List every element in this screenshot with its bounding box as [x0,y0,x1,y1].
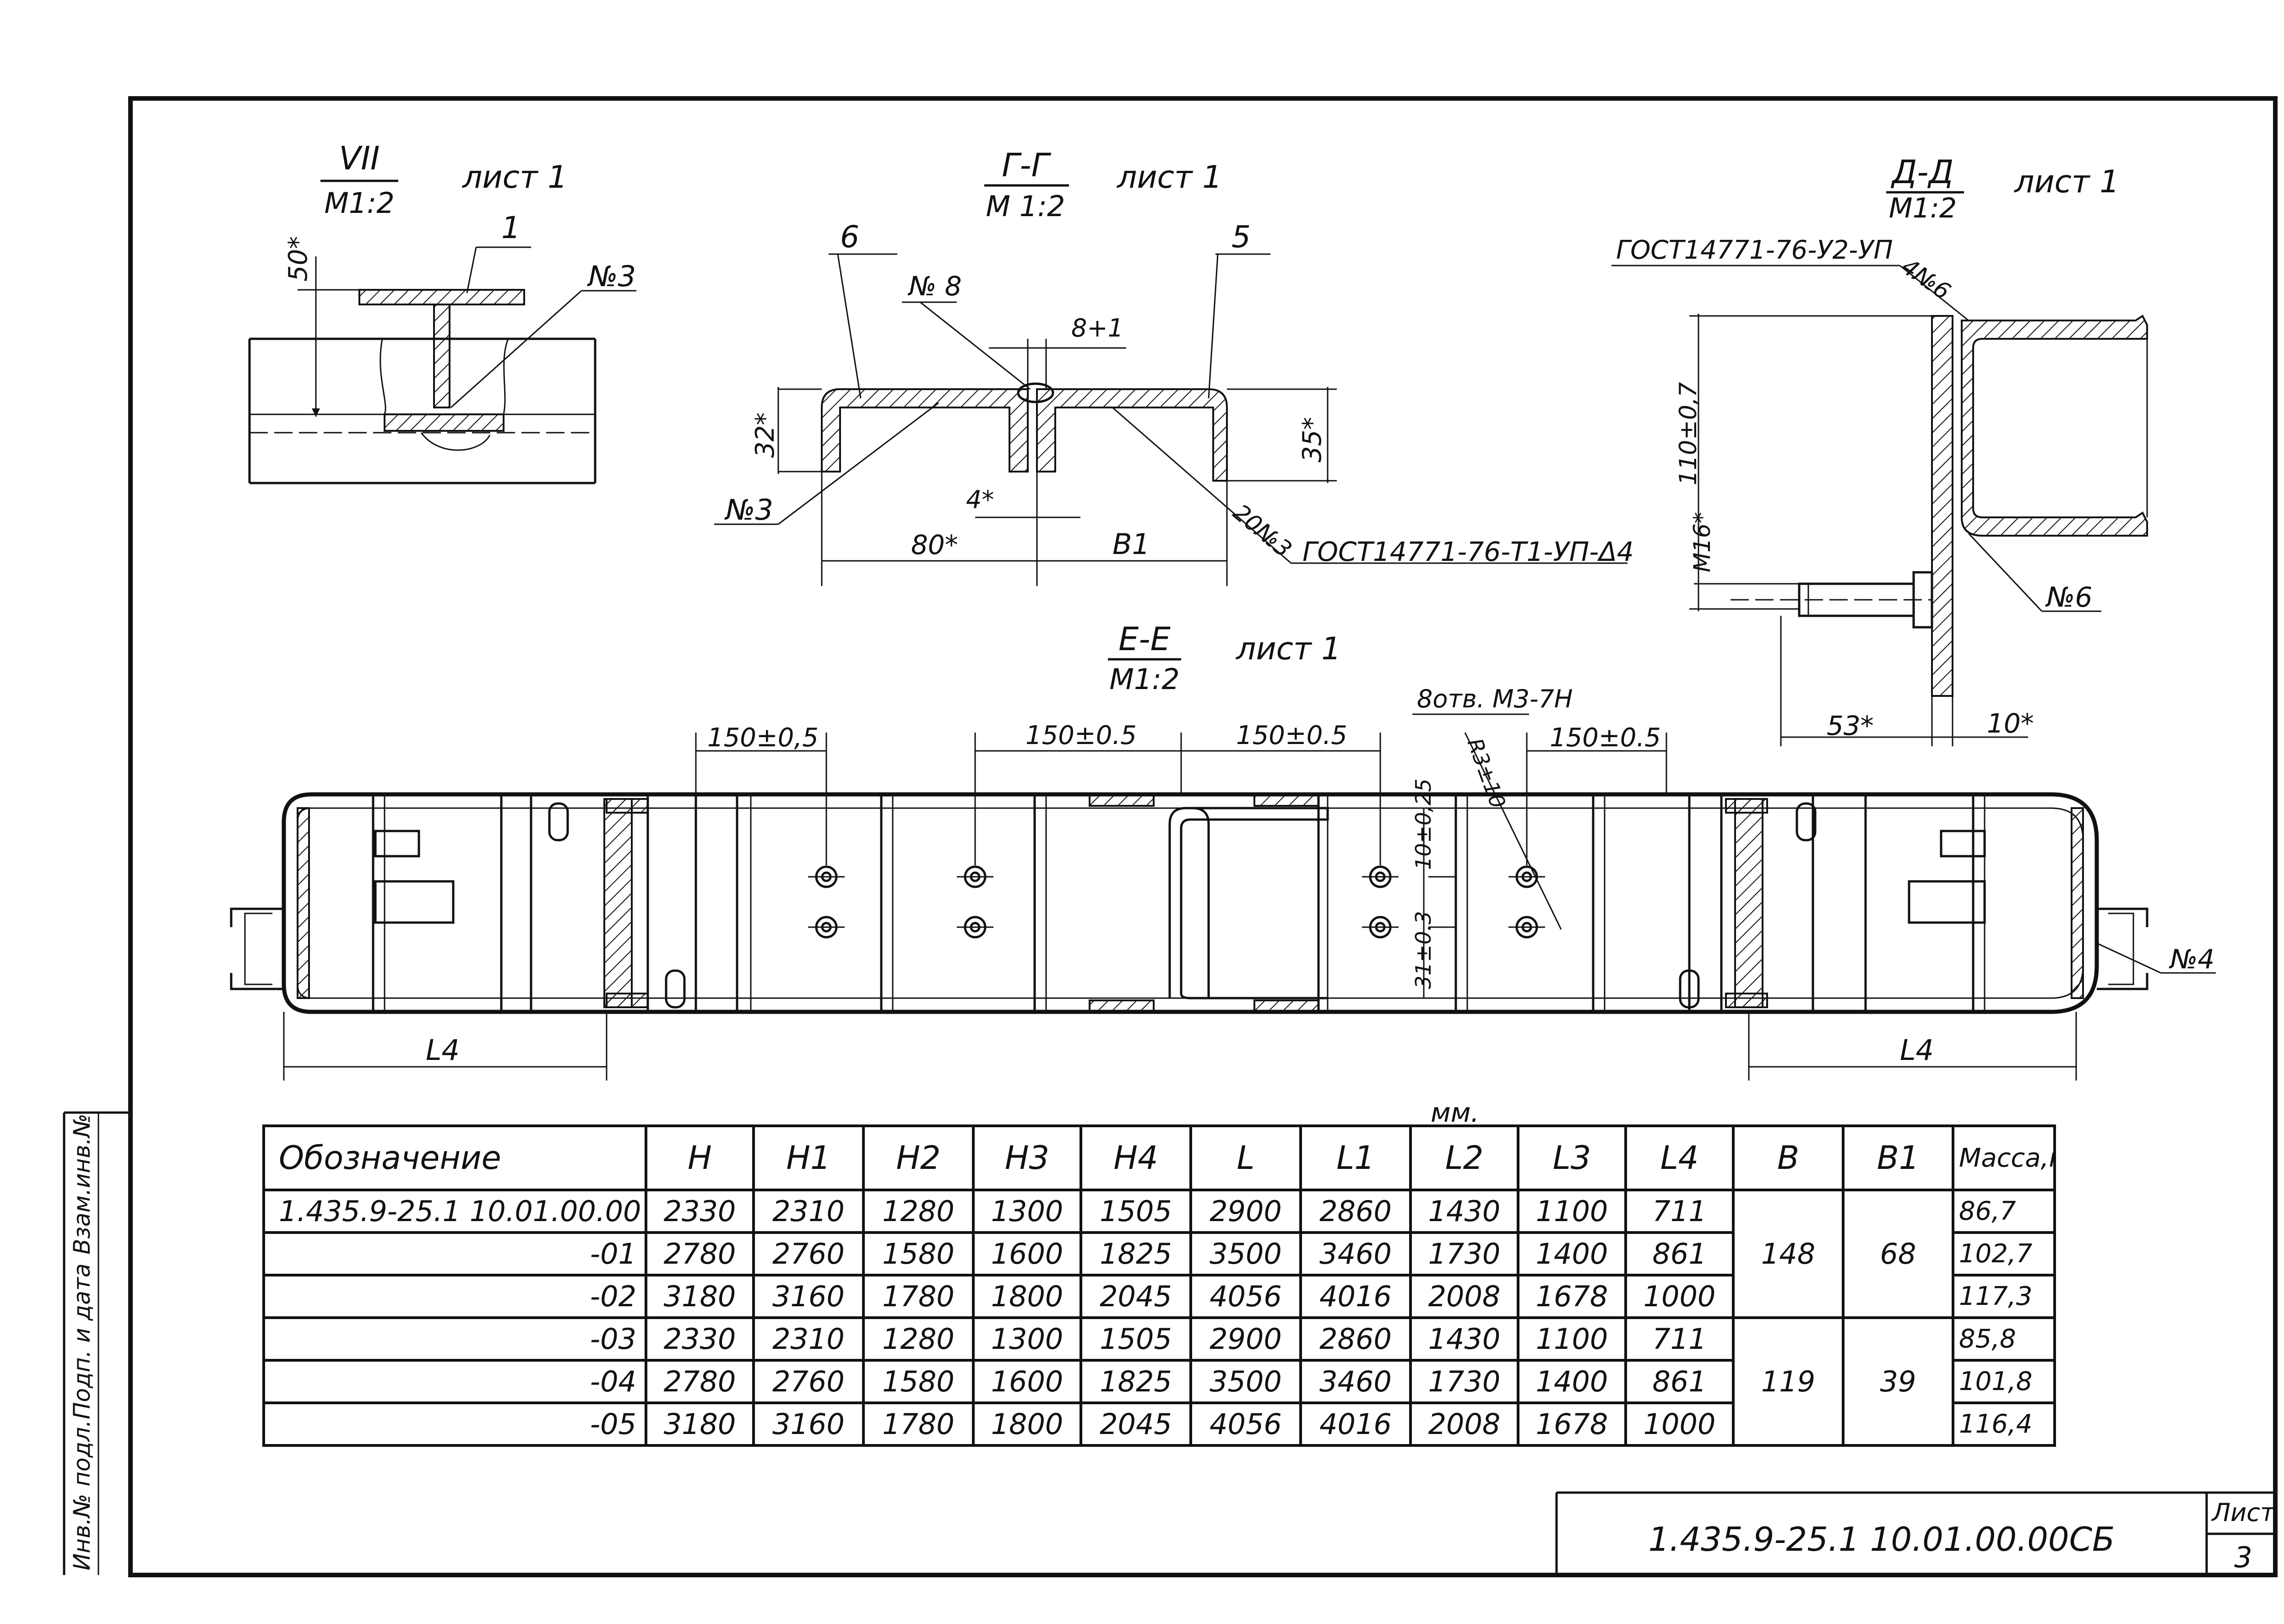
table-header-row: Обозначение H H1 H2 H3 H4 L L1 L2 L3 L4 … [262,1124,2056,1191]
svg-text:8+1: 8+1 [1071,314,1123,342]
svg-text:М1:2: М1:2 [324,186,394,220]
header-mass: Масса,кг [1952,1124,2056,1191]
svg-text:Е-Е: Е-Е [1118,620,1171,658]
svg-text:L4: L4 [426,1033,460,1067]
side-label-sign: Подп. и дата [69,1263,95,1419]
view-vii: VII М1:2 лист 1 50* 1 №3 [248,140,636,484]
header-l: L [1189,1124,1302,1191]
header-h2: H2 [862,1124,975,1191]
group2-b1: 39 [1842,1316,1954,1447]
svg-text:53*: 53* [1827,710,1874,741]
svg-text:М 1:2: М 1:2 [986,190,1065,223]
header-l4: L4 [1624,1124,1735,1191]
svg-text:10*: 10* [1987,708,2034,739]
svg-text:№ 8: № 8 [907,271,962,302]
sheet-number: 3 [2234,1541,2252,1574]
spec-table: Обозначение H H1 H2 H3 H4 L L1 L2 L3 L4 … [262,1124,2056,1447]
svg-text:20№3: 20№3 [1228,499,1297,563]
view-ee: Е-Е М1:2 лист 1 [230,620,2216,1081]
svg-text:B1: B1 [1112,527,1150,561]
side-label-inv: Инв.№ подл. [69,1419,95,1570]
svg-text:М1:2: М1:2 [1109,663,1179,696]
header-h1: H1 [752,1124,865,1191]
svg-text:150±0.5: 150±0.5 [1025,721,1137,750]
svg-text:31±0.3: 31±0.3 [1411,911,1436,989]
svg-text:4№6: 4№6 [1897,253,1955,305]
header-designation: Обозначение [262,1124,647,1191]
svg-text:Г-Г: Г-Г [1002,147,1051,184]
svg-text:32*: 32* [750,413,780,458]
svg-text:10±0,25: 10±0,25 [1411,779,1436,870]
svg-text:R3±10: R3±10 [1463,735,1511,811]
title-stamp [1555,1491,2275,1575]
svg-text:№6: №6 [2045,581,2093,614]
drawing-frame [128,96,2278,1577]
svg-text:№4: №4 [2169,944,2214,975]
svg-text:№3: №3 [724,493,773,527]
svg-text:6: 6 [840,219,859,255]
svg-text:8отв. М3-7Н: 8отв. М3-7Н [1417,684,1573,713]
svg-text:М16*: М16* [1689,512,1715,572]
drawing-code: 1.435.9-25.1 10.01.00.00СБ [1648,1520,2115,1559]
header-b: B [1732,1124,1845,1191]
header-b1: B1 [1842,1124,1954,1191]
group2-b: 119 [1732,1316,1845,1447]
view-gg: Г-Г М 1:2 лист 1 32* 35* 6 5 № 8 8+1 №3 … [714,147,1634,586]
svg-text:150±0,5: 150±0,5 [707,723,819,753]
header-h: H [645,1124,755,1191]
header-h3: H3 [972,1124,1082,1191]
svg-text:лист 1: лист 1 [1116,159,1222,196]
svg-text:М1:2: М1:2 [1889,192,1957,224]
svg-text:150±0.5: 150±0.5 [1236,721,1347,750]
view-dd: Д-Д М1:2 лист 1 ГОСТ14771-76-У2-УП 4№6 1… [1611,153,2148,746]
sheet-label: Лист [2212,1498,2275,1527]
svg-text:150±0.5: 150±0.5 [1550,723,1661,753]
svg-text:ГОСТ14771-76-У2-УП: ГОСТ14771-76-У2-УП [1616,235,1893,265]
svg-text:110±0,7: 110±0,7 [1675,382,1702,485]
group1-b: 148 [1732,1189,1845,1319]
header-l1: L1 [1299,1124,1412,1191]
svg-text:лист 1: лист 1 [1235,631,1341,667]
svg-text:80*: 80* [911,529,958,560]
header-h4: H4 [1080,1124,1192,1191]
group1-b1: 68 [1842,1189,1954,1319]
svg-text:Д-Д: Д-Д [1891,153,1954,191]
svg-text:50*: 50* [283,236,313,282]
svg-text:35*: 35* [1297,417,1327,462]
view-vii-num: VII [339,140,380,177]
svg-text:лист 1: лист 1 [2013,164,2120,200]
svg-text:5: 5 [1232,219,1251,255]
svg-text:L4: L4 [1900,1033,1934,1067]
svg-text:ГОСТ14771-76-Т1-УП-Δ4: ГОСТ14771-76-Т1-УП-Δ4 [1302,536,1634,567]
svg-text:№3: №3 [587,260,636,293]
svg-text:1: 1 [501,210,521,245]
header-l2: L2 [1409,1124,1519,1191]
svg-text:4*: 4* [966,485,994,514]
unit-label: мм. [1431,1097,1479,1128]
side-label-replace: Взам.инв.№ [69,1113,95,1255]
svg-text:лист 1: лист 1 [461,159,568,196]
header-l3: L3 [1517,1124,1627,1191]
